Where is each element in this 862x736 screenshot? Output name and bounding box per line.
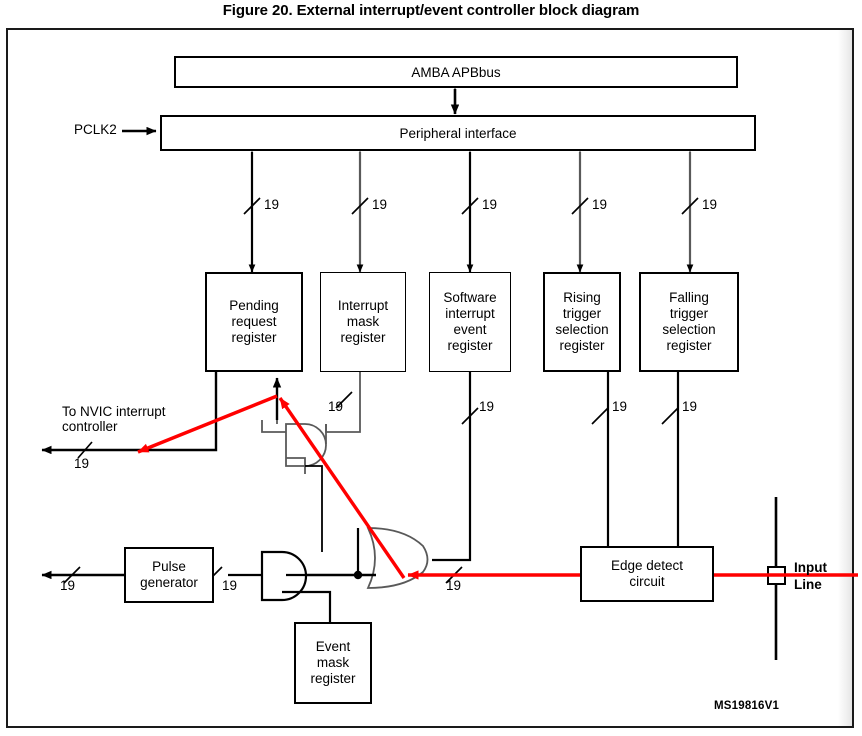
event-mask-register-block: Event mask register (294, 622, 372, 704)
pclk2-label: PCLK2 (74, 122, 117, 137)
bus-width-pulse-in: 19 (222, 578, 238, 593)
bus-width-mid-2: 19 (479, 399, 495, 414)
bus-width-top-1: 19 (264, 197, 280, 212)
input-line-label: Input Line (794, 560, 827, 592)
figure-watermark: MS19816V1 (714, 700, 780, 712)
edge-detect-circuit-block: Edge detect circuit (580, 546, 714, 602)
peripheral-interface-label: Peripheral interface (399, 125, 517, 141)
bus-width-mid-3: 19 (612, 399, 628, 414)
pulse-generator-label: Pulse generator (140, 559, 198, 590)
figure-title: Figure 20. External interrupt/event cont… (222, 2, 640, 19)
bus-width-pulse-out: 19 (60, 578, 76, 593)
bus-width-mid-1: 19 (328, 399, 344, 414)
to-nvic-label: To NVIC interrupt controller (62, 404, 166, 434)
rising-trigger-selection-register-label: Rising trigger selection register (555, 290, 609, 353)
bus-width-mid-4: 19 (682, 399, 698, 414)
edge-detect-circuit-label: Edge detect circuit (610, 558, 684, 589)
interrupt-mask-register-block: Interrupt mask register (320, 272, 406, 372)
pending-request-register-block: Pending request register (205, 272, 303, 372)
pulse-generator-block: Pulse generator (124, 547, 214, 603)
pending-request-register-label: Pending request register (229, 298, 279, 345)
falling-trigger-selection-register-block: Falling trigger selection register (639, 272, 739, 372)
rising-trigger-selection-register-block: Rising trigger selection register (543, 272, 621, 372)
bus-width-top-3: 19 (482, 197, 498, 212)
falling-trigger-selection-register-label: Falling trigger selection register (662, 290, 716, 353)
bus-width-top-2: 19 (372, 197, 388, 212)
software-interrupt-event-register-label: Software interrupt event register (443, 290, 497, 353)
amba-apb-bus-label: AMBA APBbus (411, 64, 501, 80)
bus-width-top-4: 19 (592, 197, 608, 212)
amba-apb-bus-block: AMBA APBbus (174, 56, 738, 88)
interrupt-mask-register-label: Interrupt mask register (337, 298, 389, 345)
event-mask-register-label: Event mask register (310, 639, 356, 686)
bus-width-nvic-out: 19 (74, 456, 90, 471)
bus-width-top-5: 19 (702, 197, 718, 212)
bus-width-or-out: 19 (446, 578, 462, 593)
software-interrupt-event-register-block: Software interrupt event register (429, 272, 511, 372)
peripheral-interface-block: Peripheral interface (160, 115, 756, 151)
